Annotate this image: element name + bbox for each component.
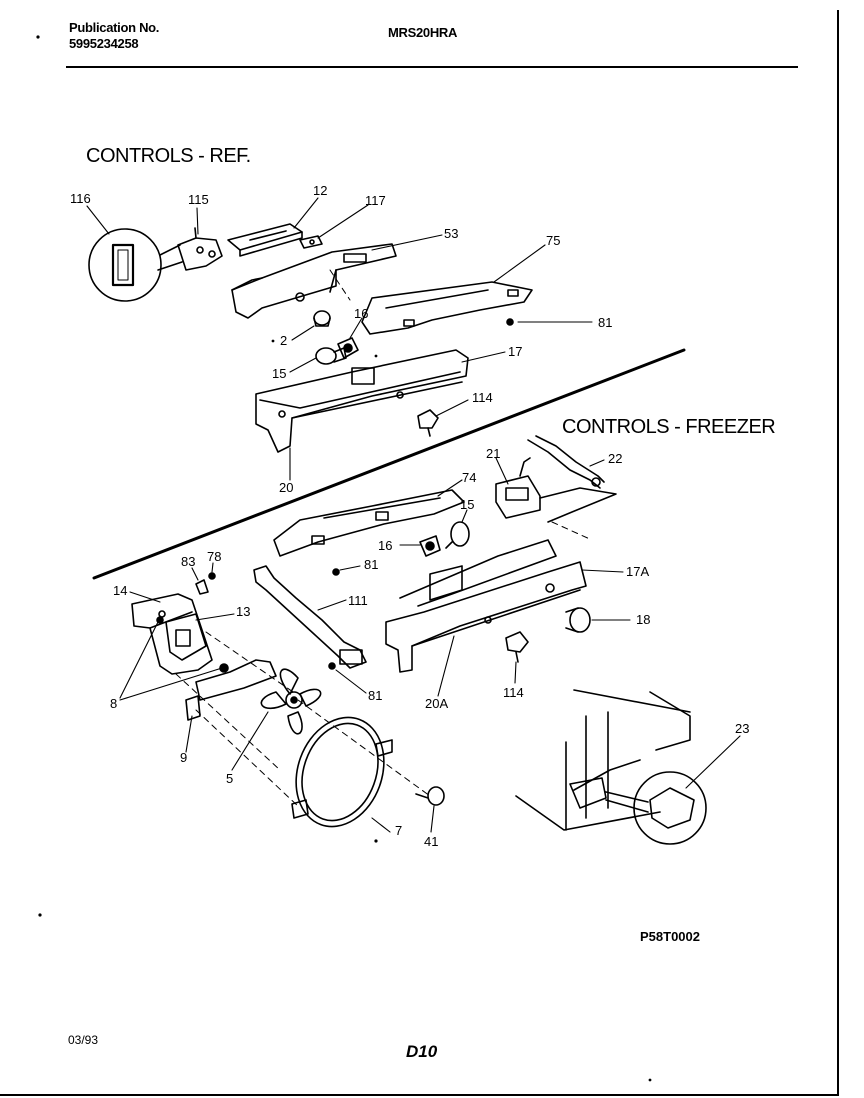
cover-part-74 <box>273 489 465 557</box>
callout-75: 75 <box>546 233 560 248</box>
leader-lines <box>86 197 741 833</box>
callout-8: 8 <box>110 696 117 711</box>
page-border-bottom <box>0 1094 839 1096</box>
section-title-refrigerator: CONTROLS - REF. <box>86 145 251 167</box>
fan-shroud-part-7 <box>291 716 393 828</box>
callout-74: 74 <box>462 470 476 485</box>
callout-53: 53 <box>444 226 458 241</box>
control-housing-part-17 <box>255 349 469 453</box>
motor-mount-part-8 <box>156 616 277 701</box>
callout-83: 83 <box>181 554 195 569</box>
publication-number: 5995234258 <box>69 36 139 51</box>
screw-part-83 <box>195 579 209 595</box>
footer-date: 03/93 <box>68 1033 99 1047</box>
callout-81-upper: 81 <box>598 315 612 330</box>
callout-115: 115 <box>188 192 209 207</box>
callout-111: 111 <box>348 593 368 608</box>
knob-part-2 <box>313 310 331 327</box>
callout-114-ref: 114 <box>472 390 493 405</box>
callout-16-freezer: 16 <box>378 538 392 553</box>
section-divider-line <box>92 348 686 580</box>
callout-14: 14 <box>113 583 127 598</box>
callout-2: 2 <box>280 333 287 348</box>
damper-cabinet-view <box>515 689 691 831</box>
callout-78: 78 <box>207 549 221 564</box>
callout-13: 13 <box>236 604 250 619</box>
switch-housing <box>177 227 223 271</box>
page-border-right <box>837 10 839 1095</box>
callout-9: 9 <box>180 750 187 765</box>
screw-part-78 <box>208 572 216 580</box>
light-bulb-part-15-freezer <box>445 521 470 549</box>
callout-22: 22 <box>608 451 622 466</box>
light-switch-part-12 <box>227 223 303 257</box>
thermostat-knob-part-114-ref <box>417 409 439 437</box>
callout-23: 23 <box>735 721 749 736</box>
socket-part-16-ref <box>337 337 359 359</box>
model-number: MRS20HRA <box>388 25 458 40</box>
thermostat-knob-part-18 <box>565 607 591 633</box>
section-title-freezer: CONTROLS - FREEZER <box>562 416 776 438</box>
fan-blade-part-5 <box>260 668 322 735</box>
footer-page-number: D10 <box>406 1042 438 1061</box>
control-mount-part-53 <box>231 243 397 319</box>
callout-18: 18 <box>636 612 650 627</box>
callout-21: 21 <box>486 446 500 461</box>
screw-part-81-middle <box>332 568 340 576</box>
cover-part-75 <box>361 281 533 335</box>
fan-bracket-part-14 <box>131 593 213 675</box>
callout-17a: 17A <box>626 564 649 579</box>
publication-label: Publication No. <box>69 20 160 35</box>
drawing-code: P58T0002 <box>640 929 700 944</box>
callout-20a: 20A <box>425 696 448 711</box>
thermostat-part-21 <box>495 457 541 519</box>
callout-7: 7 <box>395 823 402 838</box>
light-bulb-part-15-ref <box>315 347 347 365</box>
damper-magnified-circle <box>605 771 707 845</box>
callout-20: 20 <box>279 480 293 495</box>
capillary-tube-part-22 <box>527 435 617 523</box>
socket-part-16-freezer <box>419 535 441 557</box>
thermostat-knob-part-114-freezer <box>505 631 529 663</box>
callout-116: 116 <box>70 191 91 206</box>
wire-harness-part-111 <box>253 565 367 669</box>
alignment-lines <box>175 269 593 809</box>
callout-12: 12 <box>313 183 327 198</box>
callout-117: 117 <box>365 193 386 208</box>
screw-part-81-upper <box>506 318 514 326</box>
callout-81-lower: 81 <box>368 688 382 703</box>
header-rule <box>66 66 798 68</box>
callout-17: 17 <box>508 344 522 359</box>
fan-motor-part-13 <box>165 613 207 661</box>
callout-5: 5 <box>226 771 233 786</box>
screw-part-81-lower <box>328 662 336 670</box>
bracket-part-117 <box>299 235 323 249</box>
callout-81-middle: 81 <box>364 557 378 572</box>
stray-marks <box>36 35 652 1082</box>
callout-41: 41 <box>424 834 438 849</box>
bracket-part-9 <box>185 695 201 721</box>
callout-15-ref: 15 <box>272 366 286 381</box>
callout-114-freezer: 114 <box>503 685 524 700</box>
callout-16-ref: 16 <box>354 306 368 321</box>
callout-15-freezer: 15 <box>460 497 474 512</box>
callout-labels: 116 115 12 117 53 75 81 2 16 15 17 114 2… <box>70 183 749 849</box>
control-housing-part-17a <box>385 539 587 673</box>
screw-part-41 <box>415 786 445 806</box>
light-switch-magnified-circle <box>88 228 183 302</box>
